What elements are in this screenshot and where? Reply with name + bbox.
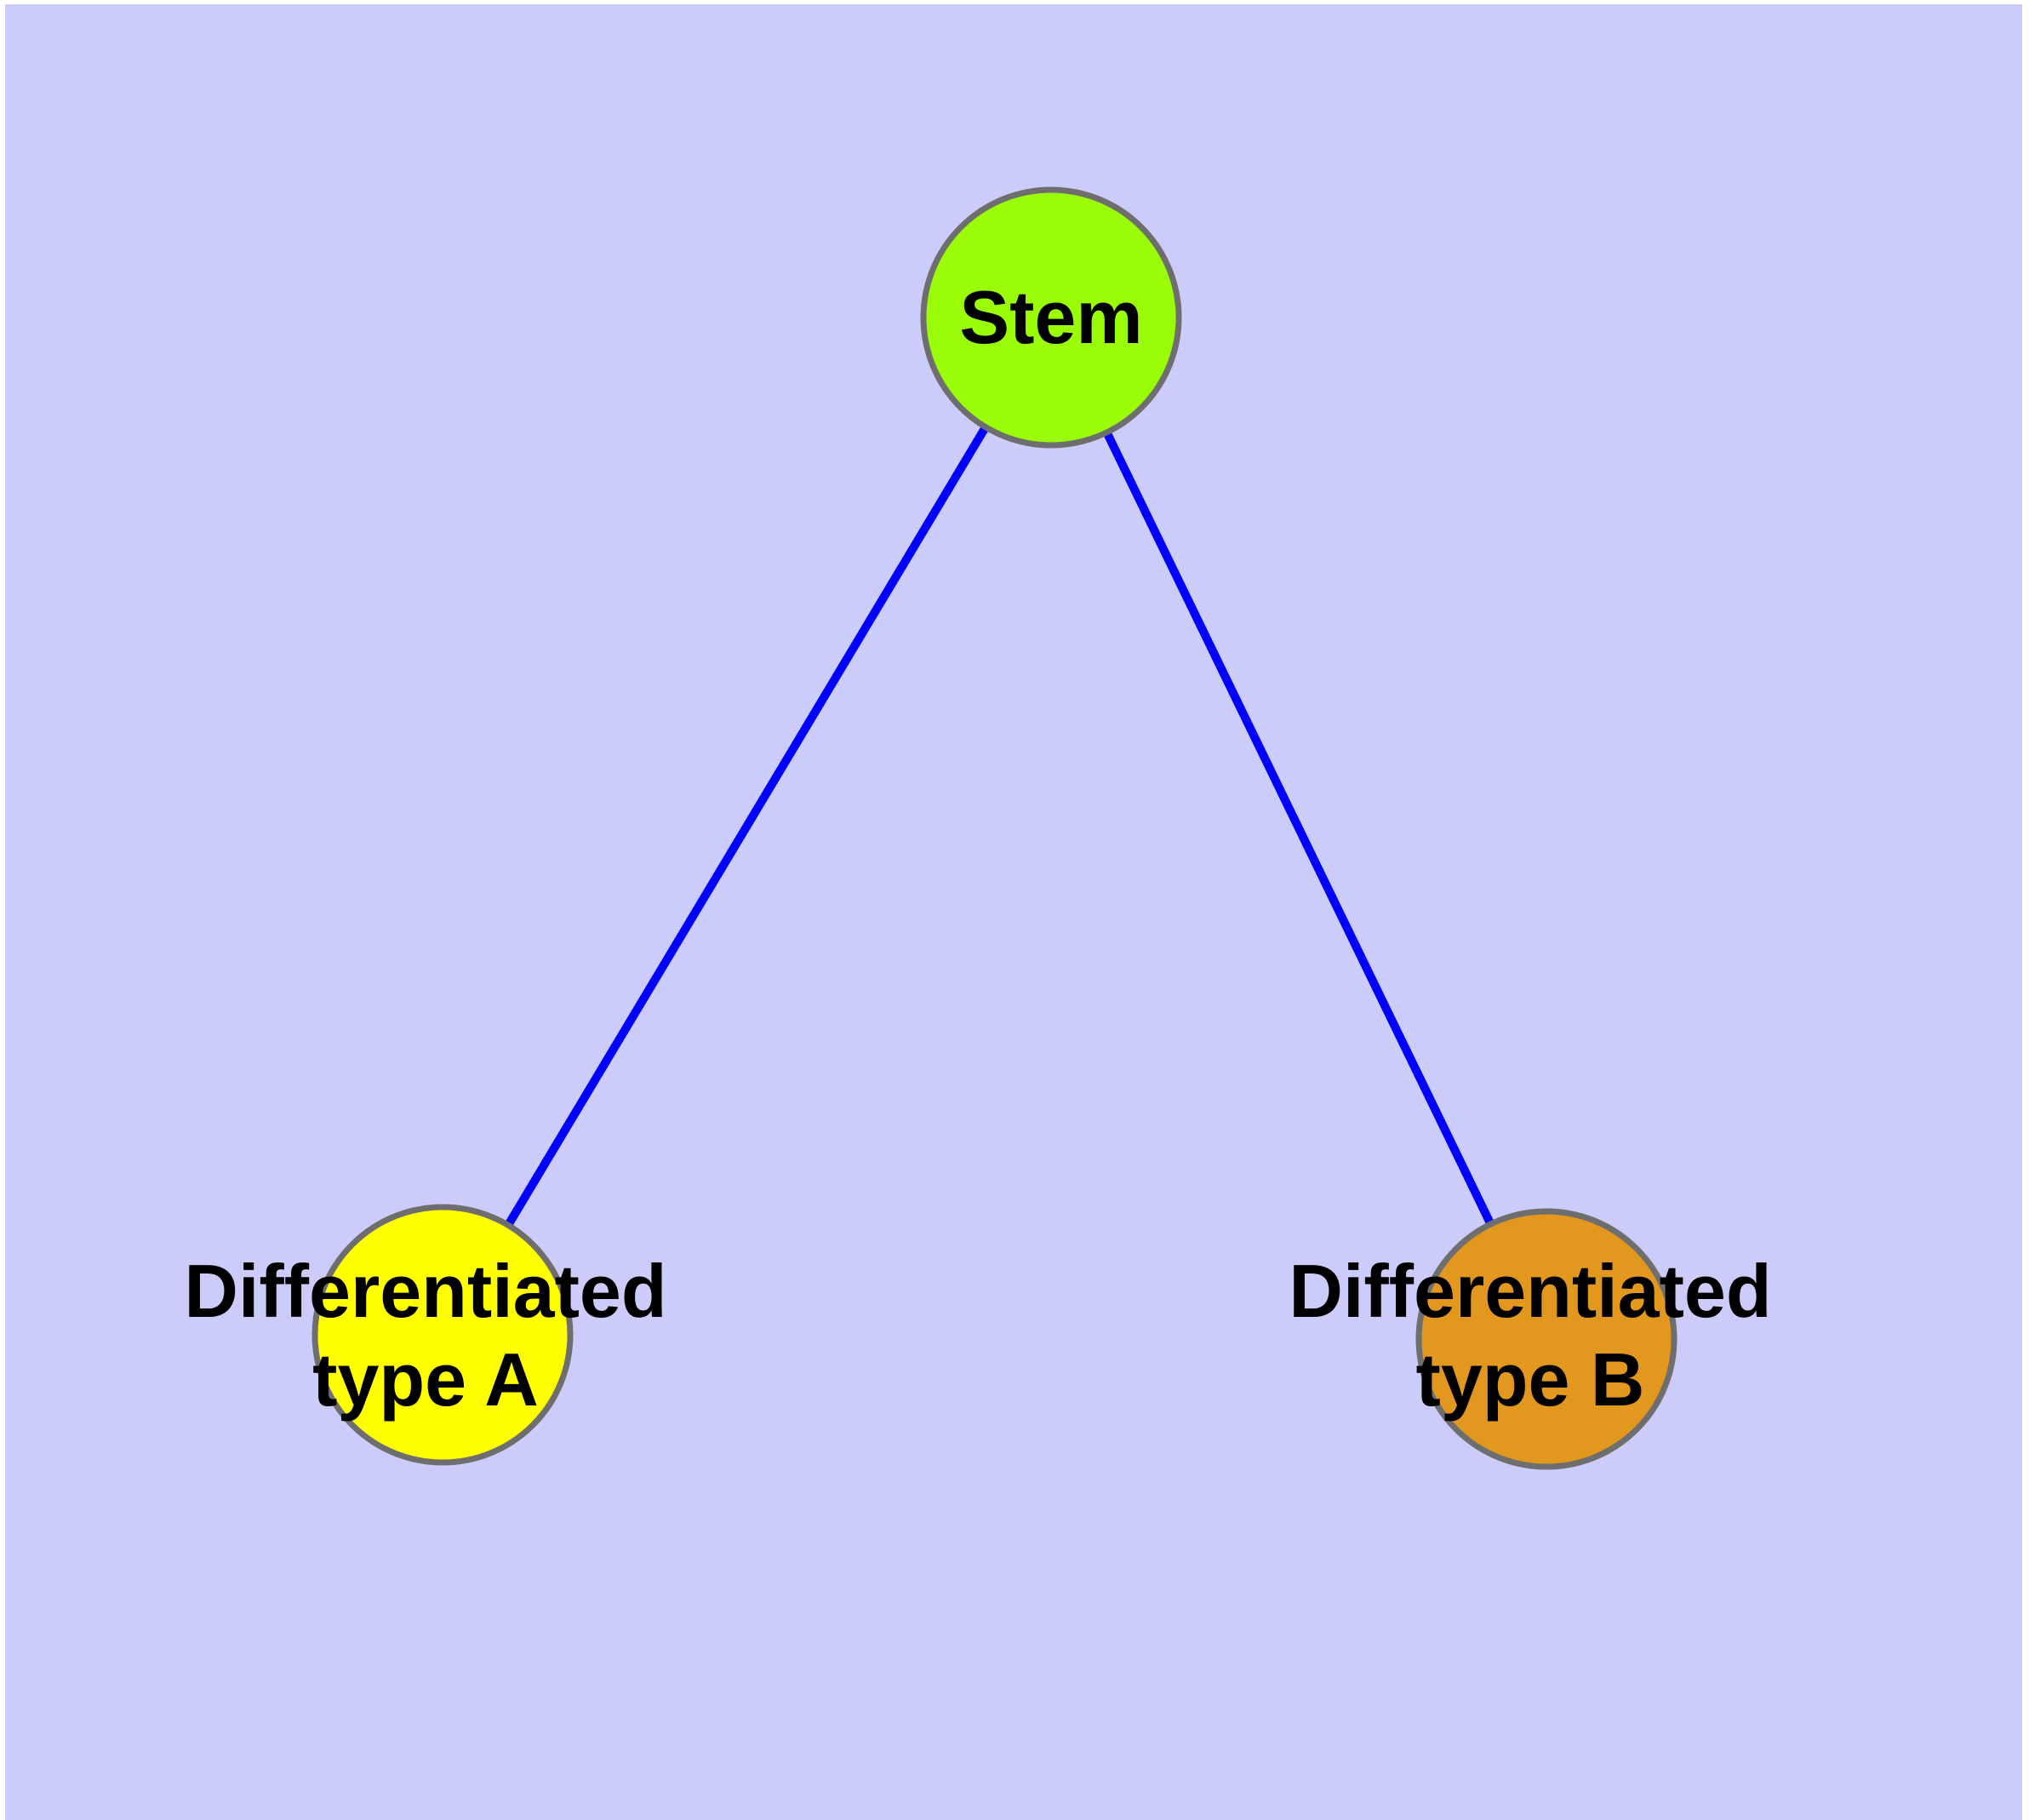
node-stem[interactable] [920, 186, 1182, 449]
edge-stem-to-differentiated-a[interactable] [438, 315, 1055, 1337]
node-differentiated-type-b[interactable] [1415, 1208, 1677, 1470]
edge-stem-to-differentiated-b[interactable] [1047, 315, 1551, 1342]
edges-group [438, 315, 1551, 1342]
nodes-group [311, 186, 1677, 1470]
node-differentiated-type-a[interactable] [311, 1204, 574, 1466]
